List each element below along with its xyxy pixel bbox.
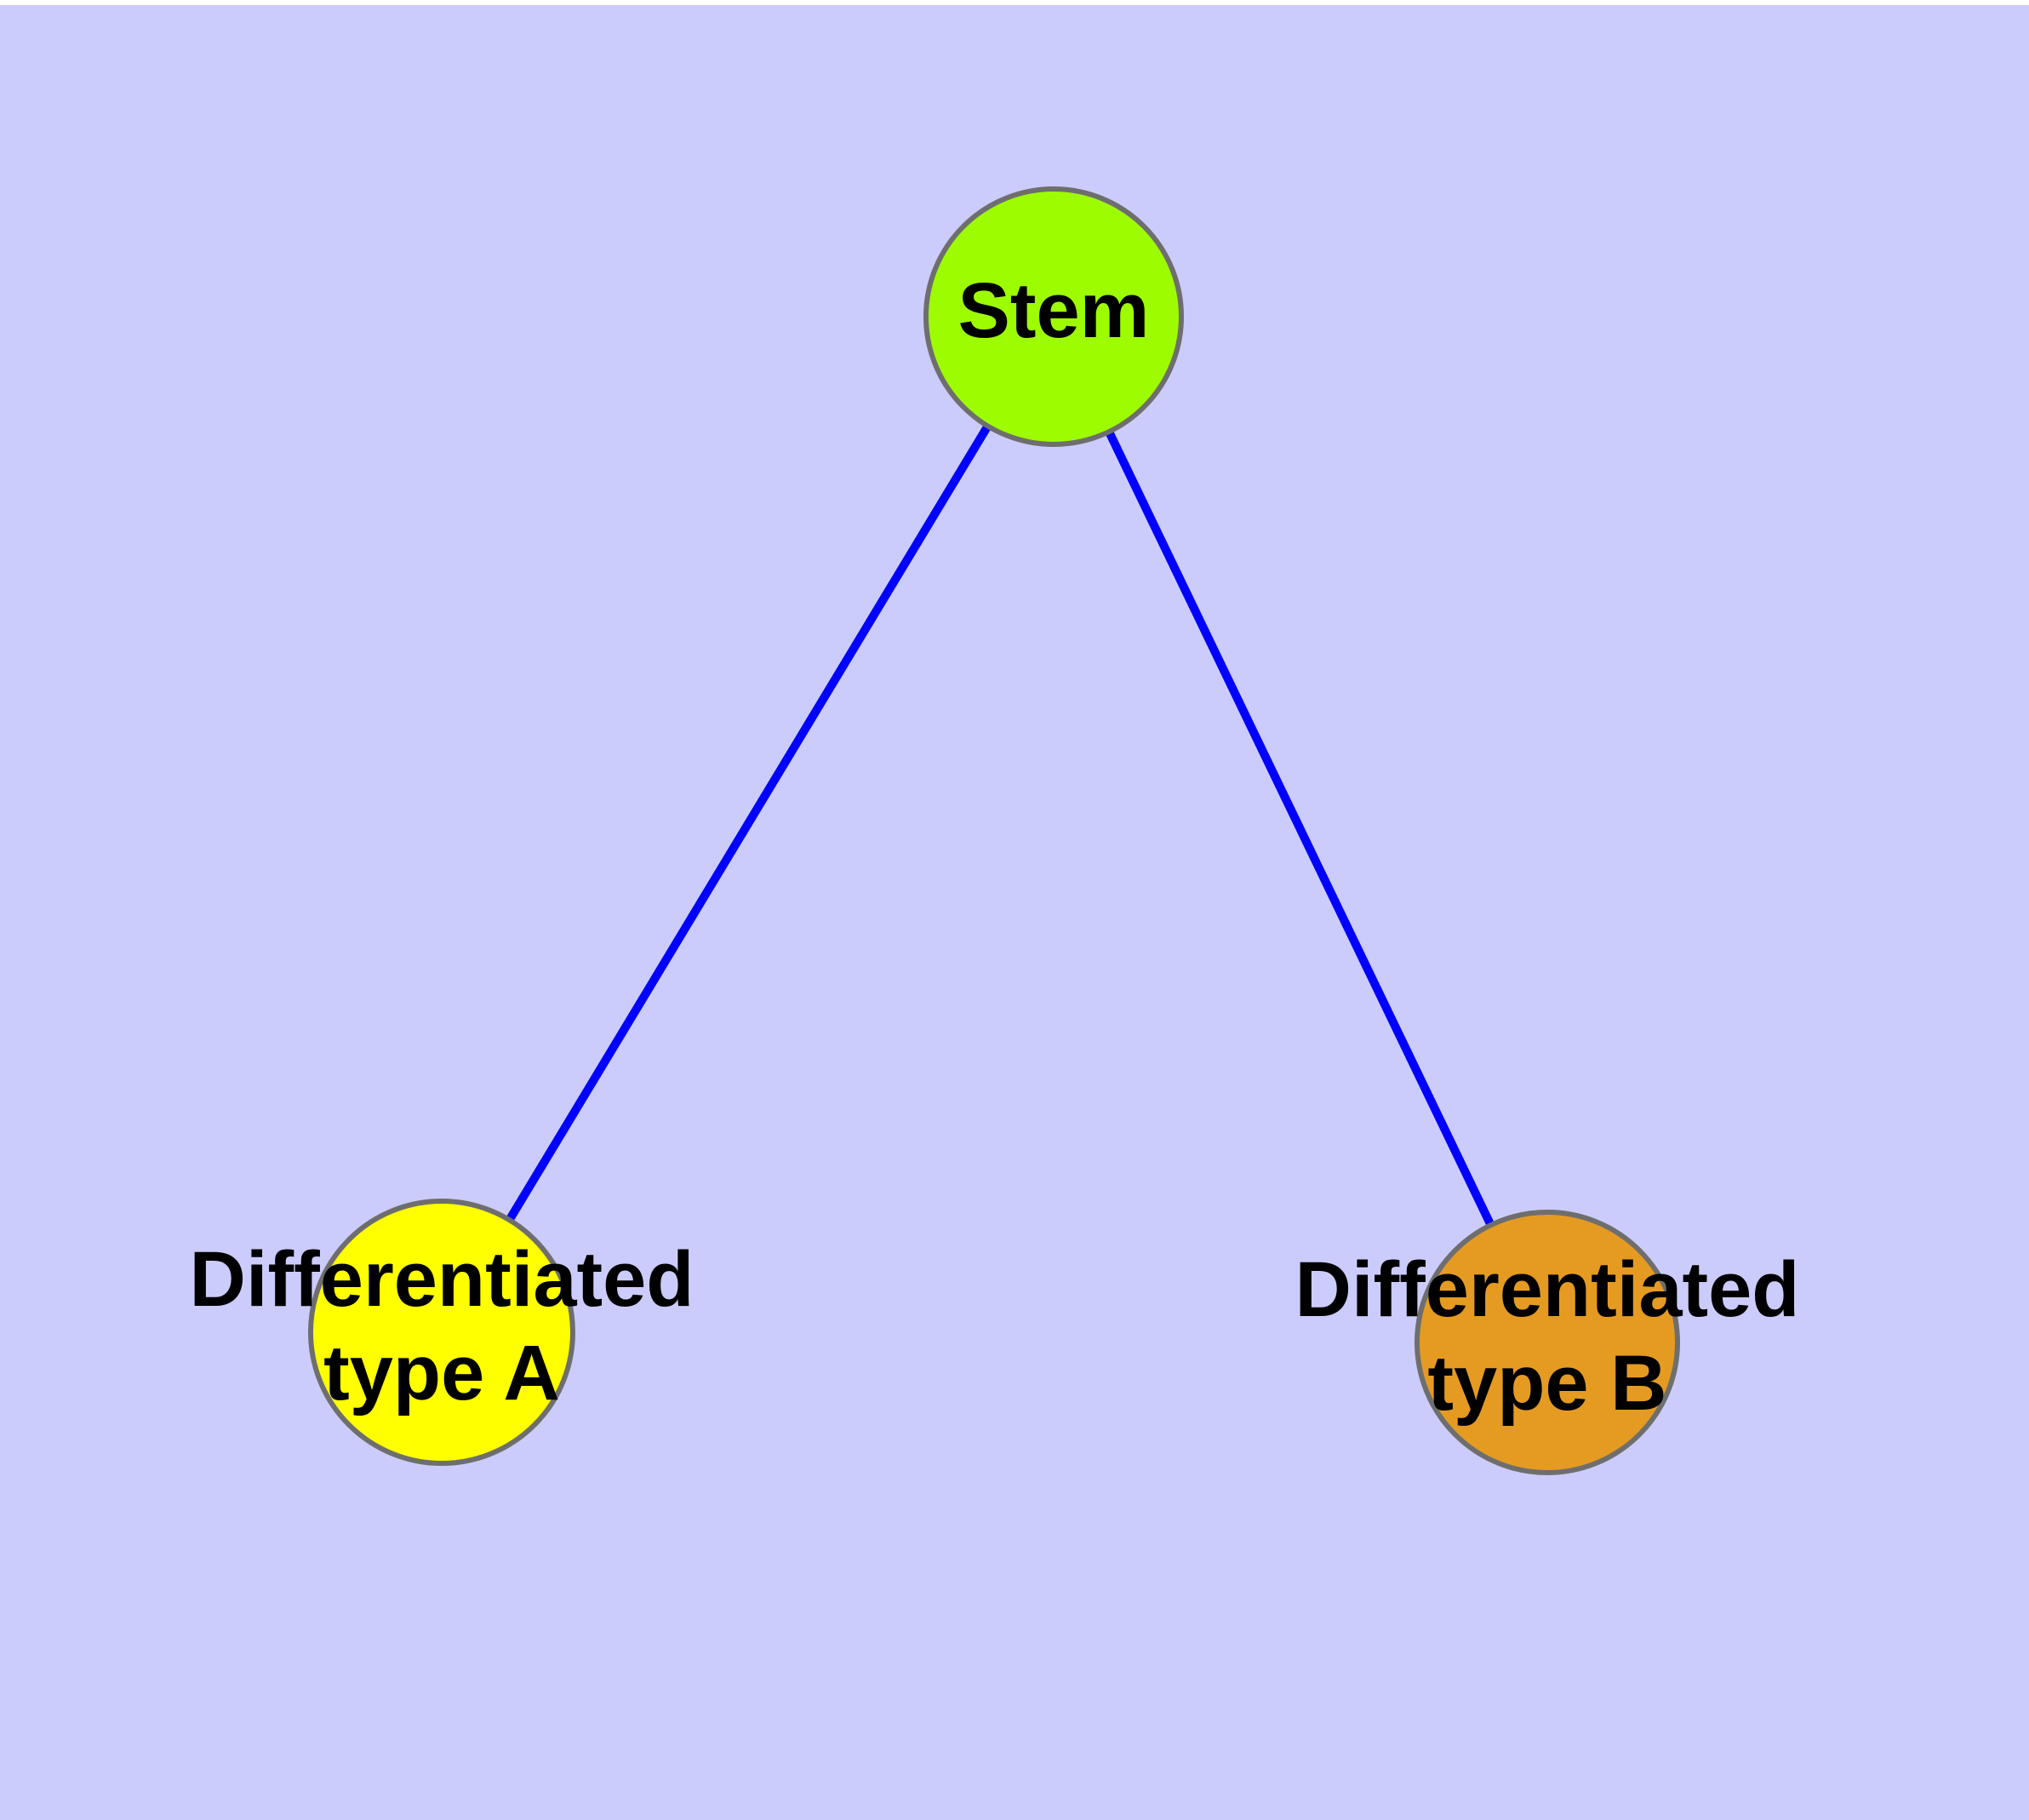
node-label-line: type B xyxy=(1427,1340,1666,1427)
node-circle-diff_a[interactable] xyxy=(308,1199,575,1466)
graph-node-stem[interactable]: Stem xyxy=(923,186,1184,447)
node-label-line: Stem xyxy=(958,267,1150,354)
node-label-line: type A xyxy=(323,1330,560,1417)
node-circle-diff_b[interactable] xyxy=(1415,1210,1680,1475)
node-label-line: Differentiated xyxy=(1295,1246,1800,1333)
node-label-line: Differentiated xyxy=(190,1236,694,1323)
graph-edge-stem-to-diff_b xyxy=(1105,429,1495,1228)
edges-layer xyxy=(506,423,1495,1228)
graph-edge-stem-to-diff_a xyxy=(506,423,992,1222)
node-label-stem: Stem xyxy=(958,267,1150,354)
node-circle-stem[interactable] xyxy=(923,186,1184,447)
